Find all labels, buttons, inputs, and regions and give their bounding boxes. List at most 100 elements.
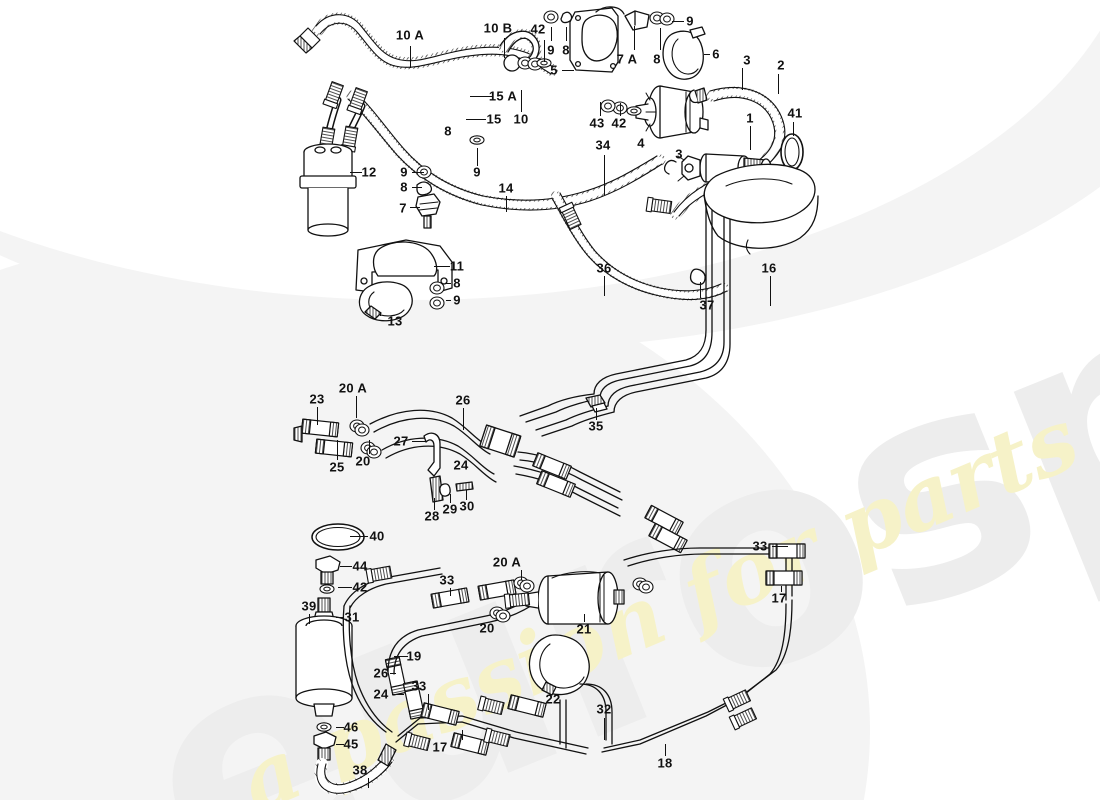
leader-line [390, 673, 396, 674]
callout-label-2: 2 [777, 57, 785, 73]
leader-line [770, 276, 771, 306]
leader-line [504, 38, 505, 58]
callout-label-38: 38 [352, 762, 368, 778]
callout-label-35: 35 [588, 418, 604, 434]
callout-label-20Ab: 20 A [492, 554, 522, 570]
leader-line [506, 196, 507, 212]
callout-label-18: 18 [657, 755, 673, 771]
callout-label-9b: 9 [686, 13, 694, 29]
callout-label-29: 29 [442, 501, 458, 517]
leader-line [793, 122, 794, 136]
callout-label-12: 12 [361, 164, 377, 180]
callout-label-10: 10 [513, 111, 529, 127]
leader-line [704, 54, 710, 55]
leader-line [412, 187, 422, 188]
callout-label-9c: 9 [400, 164, 408, 180]
leader-line [700, 282, 701, 298]
leader-line [338, 587, 352, 588]
callout-label-17b: 17 [432, 739, 448, 755]
callout-label-9e: 9 [453, 292, 461, 308]
leader-line [369, 440, 370, 454]
callout-label-9d: 9 [473, 164, 481, 180]
callout-label-8d: 8 [400, 179, 408, 195]
callout-label-43: 43 [589, 115, 605, 131]
leader-line [380, 312, 381, 316]
leader-line [466, 490, 467, 500]
leader-line [477, 148, 478, 166]
leader-line [620, 103, 621, 116]
leader-line [660, 28, 661, 50]
leader-line [604, 276, 605, 296]
callout-label-7A: 7 A [616, 51, 638, 67]
callout-label-34: 34 [595, 137, 611, 153]
callout-label-4: 4 [637, 135, 645, 151]
leader-line [317, 407, 318, 425]
leader-line [781, 586, 782, 592]
callout-label-26: 26 [455, 392, 471, 408]
callout-label-14: 14 [498, 180, 514, 196]
callout-label-20: 20 [355, 453, 371, 469]
leader-line [562, 70, 574, 71]
callout-label-41: 41 [787, 105, 803, 121]
callout-label-39: 39 [301, 598, 317, 614]
callout-label-32: 32 [596, 701, 612, 717]
callout-label-8b: 8 [653, 51, 661, 67]
callout-label-31: 31 [344, 609, 360, 625]
callout-label-42b: 42 [611, 115, 627, 131]
callout-label-33c: 33 [411, 678, 427, 694]
callout-label-42c: 42 [352, 579, 368, 595]
callout-label-21: 21 [576, 621, 592, 637]
leader-line [412, 441, 426, 442]
leader-line [434, 266, 450, 267]
leader-line [778, 74, 779, 94]
leader-line [394, 656, 408, 657]
leader-line [521, 570, 522, 580]
callout-label-9a: 9 [547, 42, 555, 58]
leader-line [470, 96, 492, 97]
callout-label-33b: 33 [752, 538, 768, 554]
leader-line [450, 588, 451, 596]
callout-label-3a: 3 [743, 52, 751, 68]
callout-label-46: 46 [343, 719, 359, 735]
leader-line [596, 408, 597, 420]
callout-label-36: 36 [596, 260, 612, 276]
leader-line [450, 494, 451, 503]
callout-label-7: 7 [399, 200, 407, 216]
leader-line [566, 27, 567, 41]
callout-label-25: 25 [329, 459, 345, 475]
leader-line [446, 283, 451, 284]
leader-line [336, 744, 344, 745]
callout-label-5: 5 [550, 62, 558, 78]
leader-line [600, 102, 601, 116]
leader-line [410, 46, 411, 68]
callout-label-8e: 8 [453, 275, 461, 291]
callout-label-45: 45 [343, 736, 359, 752]
callout-label-20A: 20 A [338, 380, 368, 396]
callout-label-3b: 3 [675, 146, 683, 162]
leader-line [584, 614, 585, 622]
leader-line [604, 155, 605, 195]
callout-label-30: 30 [459, 498, 475, 514]
callout-label-11: 11 [449, 258, 465, 274]
callout-label-40: 40 [369, 528, 385, 544]
leader-line [350, 536, 368, 537]
leader-line [446, 300, 451, 301]
leader-line [750, 126, 751, 150]
leader-line [463, 408, 464, 430]
leader-line [604, 718, 605, 740]
callout-label-24b: 24 [373, 686, 389, 702]
leader-line [466, 119, 486, 120]
callout-label-27: 27 [393, 433, 409, 449]
callout-label-6: 6 [712, 46, 720, 62]
callout-label-42t: 42 [530, 21, 546, 37]
leader-line [356, 396, 357, 418]
leader-line [742, 68, 743, 90]
callout-label-24: 24 [453, 457, 469, 473]
callout-label-10B: 10 B [483, 20, 513, 36]
leader-line [665, 744, 666, 756]
callout-label-28: 28 [424, 508, 440, 524]
leader-line [521, 90, 522, 112]
callout-label-15: 15 [486, 111, 502, 127]
leader-line [410, 207, 420, 208]
